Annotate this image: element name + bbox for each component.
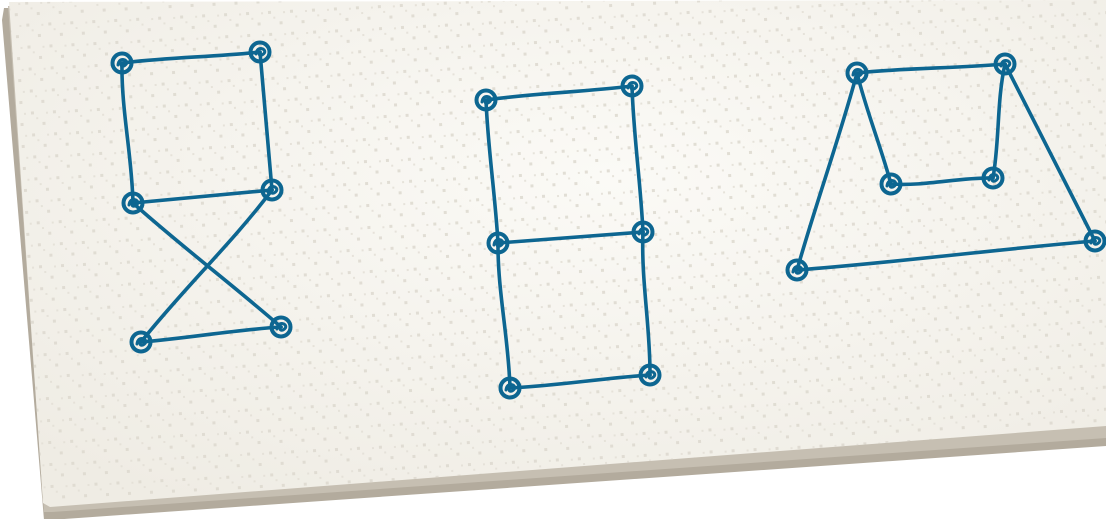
graph-node bbox=[879, 172, 903, 196]
graph-node bbox=[785, 258, 809, 282]
graph-edge bbox=[139, 325, 283, 344]
graph-edge bbox=[855, 71, 893, 186]
graph-edge bbox=[131, 201, 283, 329]
graph-edge bbox=[484, 84, 634, 102]
graph-node bbox=[1083, 229, 1106, 253]
graph-edge bbox=[496, 241, 512, 390]
graph-node bbox=[248, 40, 272, 64]
graph-edge bbox=[640, 230, 652, 377]
two-square-graph bbox=[474, 74, 662, 400]
graph-node bbox=[474, 88, 498, 112]
graph-node bbox=[110, 51, 134, 75]
paper-pattern bbox=[9, 0, 1106, 507]
graph-node bbox=[498, 376, 522, 400]
graph-node bbox=[260, 178, 284, 202]
graph-edge bbox=[630, 84, 645, 234]
graph-node bbox=[993, 52, 1017, 76]
crossed-ladder-graph bbox=[110, 40, 293, 354]
graph-edge bbox=[496, 230, 645, 245]
graph-edge bbox=[795, 71, 859, 272]
graph-node bbox=[486, 231, 510, 255]
graph-edge bbox=[131, 188, 274, 205]
graph-node bbox=[129, 330, 153, 354]
graph-node bbox=[981, 166, 1005, 190]
graph-node bbox=[121, 191, 145, 215]
graph-node bbox=[638, 363, 662, 387]
graph-node bbox=[631, 220, 655, 244]
graph-edge bbox=[120, 61, 135, 205]
graph-edge bbox=[508, 373, 652, 390]
graph-edge bbox=[258, 50, 274, 192]
graph-edge bbox=[120, 50, 262, 65]
graph-node bbox=[845, 61, 869, 85]
nested-square-graph bbox=[785, 52, 1106, 282]
graph-edge bbox=[795, 239, 1097, 272]
graph-edge bbox=[1003, 62, 1097, 243]
graph-edge bbox=[855, 62, 1007, 75]
graph-edge bbox=[991, 62, 1007, 180]
graph-node bbox=[269, 315, 293, 339]
graphs-layer bbox=[110, 40, 1106, 400]
graph-node bbox=[620, 74, 644, 98]
graph-edge bbox=[484, 98, 500, 245]
